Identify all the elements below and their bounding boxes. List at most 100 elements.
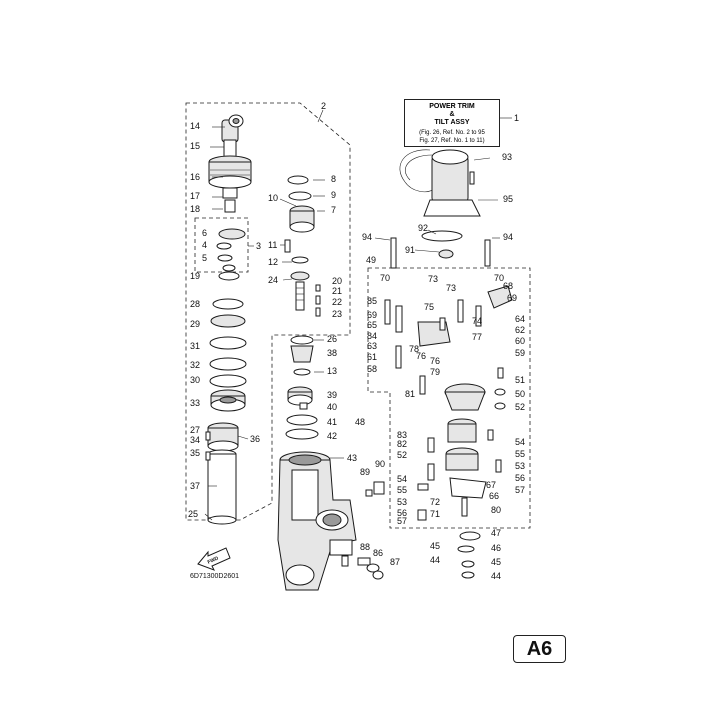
callout-75: 75 — [424, 302, 434, 312]
callout-94-left: 94 — [362, 232, 372, 242]
callout-9: 9 — [331, 190, 336, 200]
callout-78: 78 — [409, 344, 419, 354]
callout-17: 17 — [190, 191, 200, 201]
callout-71: 71 — [430, 509, 440, 519]
callout-25: 25 — [188, 509, 198, 519]
callout-45: 45 — [430, 541, 440, 551]
callout-44: 44 — [430, 555, 440, 565]
callout-61: 61 — [367, 352, 377, 362]
callout-53: 53 — [397, 497, 407, 507]
callout-51: 51 — [515, 375, 525, 385]
callout-54-right: 54 — [515, 437, 525, 447]
callout-91: 91 — [405, 245, 415, 255]
callout-69: 69 — [367, 310, 377, 320]
callout-15: 15 — [190, 141, 200, 151]
callout-67: 67 — [486, 480, 496, 490]
callout-55: 55 — [397, 485, 407, 495]
tilt-rod-assembly — [208, 114, 252, 281]
callout-labels: 1 2 3 4 5 6 7 8 9 10 11 12 13 14 15 16 1… — [188, 101, 525, 567]
group-outline-valve-49 — [367, 267, 531, 529]
cylinder-body-43 — [277, 451, 357, 591]
callout-90: 90 — [375, 459, 385, 469]
callout-27: 27 — [190, 425, 200, 435]
callout-94: 94 — [503, 232, 513, 242]
callout-38: 38 — [327, 348, 337, 358]
callout-57: 57 — [397, 516, 407, 526]
callout-80: 80 — [491, 505, 501, 515]
callout-40: 40 — [327, 402, 337, 412]
title-ref-1: (Fig. 26, Ref. No. 2 to 95 — [419, 130, 485, 136]
reservoir-91-92-94 — [390, 230, 491, 269]
callout-37: 37 — [190, 481, 200, 491]
callout-8: 8 — [331, 174, 336, 184]
callout-20: 20 — [332, 276, 342, 286]
callout-76-right: 76 — [430, 356, 440, 366]
callout-72: 72 — [430, 497, 440, 507]
group-outline-left — [185, 102, 351, 521]
title-line-1: POWER TRIM — [429, 103, 475, 110]
callout-4: 4 — [202, 240, 207, 250]
callout-54: 54 — [397, 474, 407, 484]
callout-labels-repeated: 94 73 70 69 76 52 54 55 53 56 57 45 44 — [362, 232, 525, 581]
callout-49: 49 — [366, 255, 376, 265]
valve-body-group-49 — [384, 285, 513, 411]
callout-10: 10 — [268, 193, 278, 203]
callout-42: 42 — [327, 431, 337, 441]
callout-83: 83 — [397, 430, 407, 440]
motor-assembly-93-95 — [399, 149, 481, 217]
callout-22: 22 — [332, 297, 342, 307]
callout-18: 18 — [190, 204, 200, 214]
callout-2: 2 — [321, 101, 326, 111]
callout-56-right: 56 — [515, 473, 525, 483]
callout-5: 5 — [202, 253, 207, 263]
callout-6: 6 — [202, 228, 207, 238]
drawing-code: 6D71300D2601 — [190, 573, 240, 580]
callout-43: 43 — [347, 453, 357, 463]
callout-64: 64 — [515, 314, 525, 324]
bottom-oring-stack-44-47 — [457, 531, 481, 579]
callout-36: 36 — [250, 434, 260, 444]
trim-cylinder-37 — [205, 422, 239, 525]
valve-stack-middle — [284, 175, 321, 317]
callout-26: 26 — [327, 334, 337, 344]
callout-57-right: 57 — [515, 485, 525, 495]
callout-58: 58 — [367, 364, 377, 374]
callout-33: 33 — [190, 398, 200, 408]
callout-66: 66 — [489, 491, 499, 501]
callout-23: 23 — [332, 309, 342, 319]
title-ref-2: Fig. 27, Ref. No. 1 to 11) — [419, 138, 485, 144]
callout-76: 76 — [416, 351, 426, 361]
callout-63: 63 — [367, 341, 377, 351]
callout-29: 29 — [190, 319, 200, 329]
callout-35: 35 — [190, 448, 200, 458]
callout-53-right: 53 — [515, 461, 525, 471]
callout-55-right: 55 — [515, 449, 525, 459]
callout-93: 93 — [502, 152, 512, 162]
callout-59: 59 — [515, 348, 525, 358]
callout-12: 12 — [268, 257, 278, 267]
callout-24: 24 — [268, 275, 278, 285]
callout-52-right: 52 — [515, 402, 525, 412]
seal-ring-stack — [209, 298, 247, 412]
callout-84: 84 — [367, 331, 377, 341]
callout-3: 3 — [256, 241, 261, 251]
callout-34: 34 — [190, 435, 200, 445]
pump-body-66 — [417, 418, 502, 521]
group-outline-sub-3 — [194, 217, 249, 273]
callout-45-right: 45 — [491, 557, 501, 567]
callout-30: 30 — [190, 375, 200, 385]
callout-41: 41 — [327, 417, 337, 427]
callout-79: 79 — [430, 367, 440, 377]
callout-62: 62 — [515, 325, 525, 335]
callout-74: 74 — [472, 316, 482, 326]
callout-21: 21 — [332, 286, 342, 296]
callout-87: 87 — [390, 557, 400, 567]
callout-52: 52 — [397, 450, 407, 460]
callout-16: 16 — [190, 172, 200, 182]
leader-lines — [204, 109, 512, 521]
callout-19: 19 — [190, 271, 200, 281]
callout-86: 86 — [373, 548, 383, 558]
callout-81: 81 — [405, 389, 415, 399]
callout-73: 73 — [428, 274, 438, 284]
callout-13: 13 — [327, 366, 337, 376]
